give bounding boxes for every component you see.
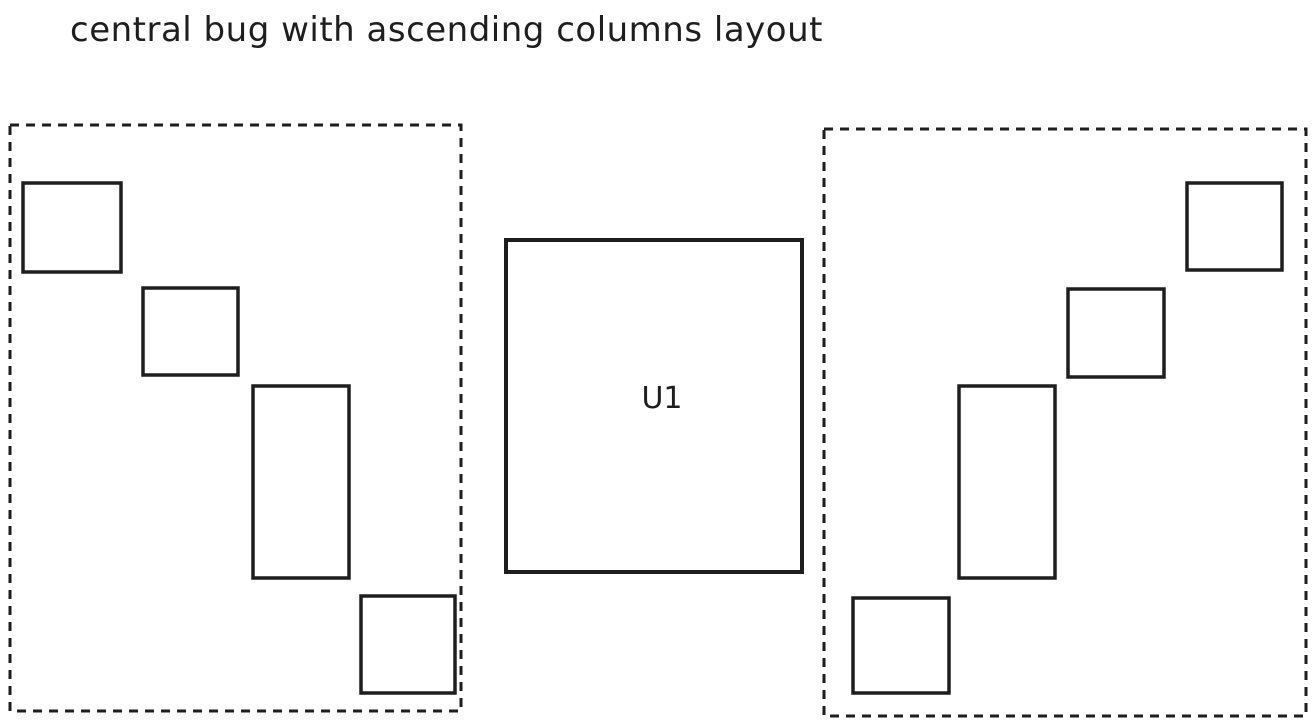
right-group-box-4[interactable] bbox=[851, 596, 951, 695]
left-group-box-2[interactable] bbox=[141, 286, 240, 377]
right-group-box-2[interactable] bbox=[1066, 287, 1166, 379]
left-group-box-3-tall[interactable] bbox=[251, 384, 351, 580]
right-group-box-3-tall[interactable] bbox=[957, 384, 1057, 580]
left-group-box-1[interactable] bbox=[21, 181, 123, 274]
left-group-box-4[interactable] bbox=[359, 594, 457, 695]
center-box-u1[interactable] bbox=[504, 238, 804, 574]
right-group-dashed-frame[interactable] bbox=[822, 127, 1308, 718]
right-group-box-1[interactable] bbox=[1185, 181, 1284, 272]
left-group-dashed-frame[interactable] bbox=[8, 123, 463, 713]
diagram-title: central bug with ascending columns layou… bbox=[70, 10, 823, 50]
